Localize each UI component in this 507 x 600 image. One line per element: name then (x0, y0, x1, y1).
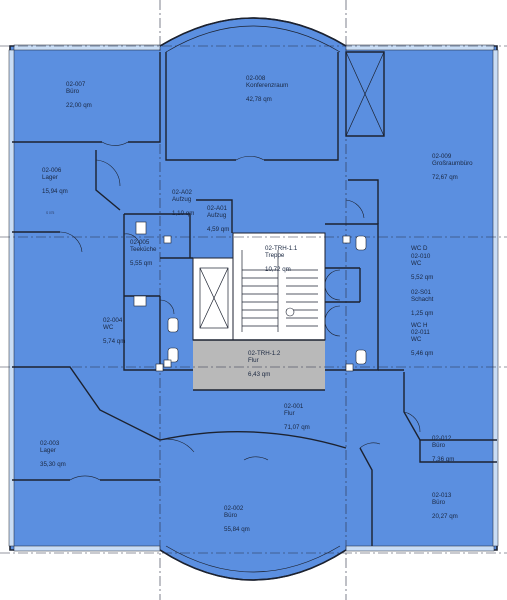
mark-wc-d: WC D (411, 245, 428, 252)
room-name-label: Lager (42, 174, 58, 181)
room-area-label: 5,46 qm (411, 350, 433, 357)
room-id-label: 02-011 (411, 329, 430, 336)
room-name-label: Teeküche (130, 246, 157, 253)
room-name-label: WC (103, 324, 114, 331)
stair-core (232, 232, 326, 341)
room-area-label: 4,59 qm (207, 226, 229, 233)
room-area-label: 1,25 qm (411, 310, 433, 317)
room-name-label: Büro (66, 88, 80, 95)
door-swings (59, 141, 421, 481)
mark-wc-h: WC H (411, 322, 428, 329)
room-name-label: Büro (432, 499, 446, 506)
room-name-label: WC (411, 260, 422, 267)
north-curve-inner (165, 25, 341, 53)
mark-s075: S 075 (46, 211, 55, 215)
room-area-label: 6,43 qm (248, 371, 270, 378)
room-area-label: 15,94 qm (42, 188, 68, 195)
room-area-label: 42,78 qm (246, 96, 272, 103)
room-area-label: 55,84 qm (224, 526, 250, 533)
north-curve (159, 17, 347, 47)
room-id-label: 02-012 (432, 435, 452, 442)
sanitary-fixtures (133, 221, 367, 365)
room-name-label: Treppe (265, 252, 285, 259)
room-id-label: 02-004 (103, 317, 123, 324)
room-id-label: 02-TRH-1.1 (265, 245, 298, 252)
elevator-cross (199, 51, 385, 329)
room-name-label: Büro (432, 442, 446, 449)
room-id-label: 02-001 (284, 403, 304, 410)
room-area-label: 5,74 qm (103, 338, 125, 345)
room-area-label: 35,30 qm (40, 461, 66, 468)
core-corridor (193, 340, 325, 390)
room-area-label: 1,10 qm (172, 210, 194, 217)
room-area-label: 72,67 qm (432, 174, 458, 181)
room-area-label: 5,55 qm (130, 260, 152, 267)
room-name-label: Konferenzraum (246, 82, 288, 89)
room-name-label: Großraumbüro (432, 160, 473, 167)
room-id-label: 02-A02 (172, 189, 193, 196)
south-curve-inner (165, 545, 341, 573)
room-id-label: 02-008 (246, 75, 266, 82)
room-area-label: 10,72 qm (265, 266, 291, 273)
room-id-label: 02-013 (432, 492, 452, 499)
south-curve (159, 549, 347, 581)
axis-markers (155, 235, 354, 372)
room-area-label: 7,36 qm (432, 456, 454, 463)
room-name-label: WC (411, 336, 422, 343)
room-name-label: Schacht (411, 296, 434, 303)
room-name-label: Aufzug (172, 196, 192, 203)
room-area-label: 20,27 qm (432, 513, 458, 520)
room-area-label: 5,52 qm (411, 274, 433, 281)
room-id-label: 02-009 (432, 153, 452, 160)
room-name-label: Flur (248, 357, 259, 364)
room-id-label: 02-003 (40, 440, 60, 447)
room-name-label: Aufzug (207, 212, 227, 219)
room-name-label: Flur (284, 410, 295, 417)
room-id-label: 02-006 (42, 167, 62, 174)
room-id-label: 02-010 (411, 253, 431, 260)
room-id-label: 02-TRH-1.2 (248, 350, 281, 357)
room-id-label: 02-002 (224, 505, 244, 512)
room-name-label: Lager (40, 447, 56, 454)
room-id-label: 02-S01 (411, 289, 432, 296)
room-area-label: 22,00 qm (66, 102, 92, 109)
room-id-label: 02-007 (66, 81, 86, 88)
room-id-label: 02-A01 (207, 205, 228, 212)
room-name-label: Büro (224, 512, 238, 519)
window-strips (8, 44, 499, 552)
room-area-label: 71,07 qm (284, 424, 310, 431)
room-id-label: 02-005 (130, 239, 150, 246)
